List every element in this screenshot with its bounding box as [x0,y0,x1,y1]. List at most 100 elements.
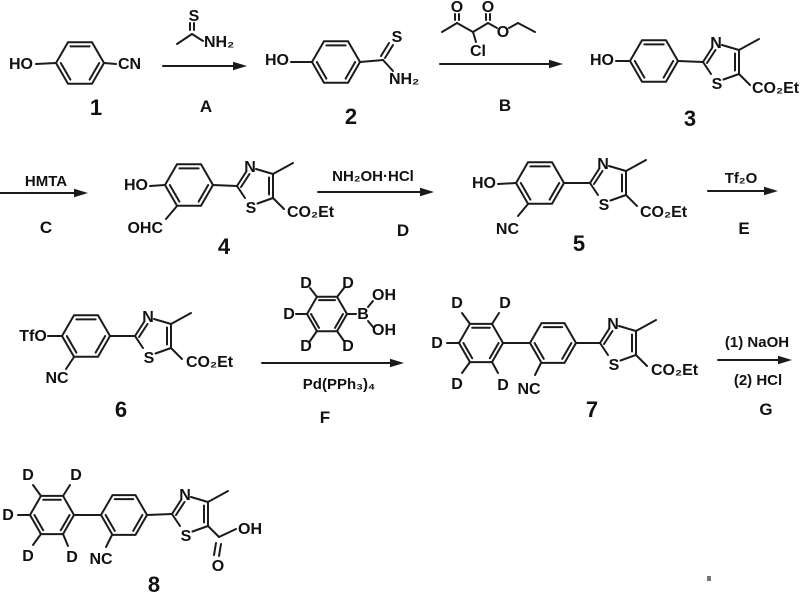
arrow-head [74,188,88,198]
c2-n-double [175,501,186,516]
c5-s-bond [191,525,209,533]
double-bond-inner [662,60,675,79]
c5-s-bond [256,197,274,205]
compound-1: HO CN 1 [9,41,141,120]
co-double-bond [218,543,222,557]
ring-outline [310,40,362,84]
o-atom-label: O [482,0,494,16]
c-d-bond [62,484,71,497]
compound-number-7: 7 [586,397,598,422]
compound-2: HO S NH₂ 2 [265,29,419,129]
c2-n-double [138,323,149,338]
benzene-ring [514,161,566,205]
double-bond-inner [59,62,72,81]
bond [441,22,458,33]
compound-4: HO OHC NS CO₂Et 4 [124,159,335,259]
ethyl-bond [517,22,536,33]
aryl-thiazole-bond [146,513,173,516]
deuterium-label: D [300,338,312,355]
hydroxyl-label: HO [590,52,614,69]
step-e: Tf₂O E [707,170,778,238]
double-bond-inner [533,342,545,360]
bond [472,22,489,33]
double-bond-inner [488,342,500,360]
c5-substituent-bond [625,194,638,207]
c2-n-bond [171,499,182,515]
deuterium-label: D [22,467,34,484]
deuterium-label: D [451,295,463,312]
c5-substituent-bond [207,525,220,538]
double-bond-inner [88,62,101,81]
cn-bond [65,356,75,370]
deuterium-label: D [283,306,295,323]
co-double-bond [213,542,217,556]
deuterium-label: D [66,549,78,566]
double-bond-inner [65,335,78,354]
reagent-label-hydroxylamine: NH₂OH·HCl [332,168,414,185]
s-atom-label: S [609,357,620,374]
amine-label: NH₂ [204,34,234,51]
o-atom-label: O [497,24,509,41]
step-d: NH₂OH·HCl D [317,168,434,240]
ring-outline [528,322,578,364]
c-d-bond [32,533,42,546]
nitrile-label: NC [517,381,541,398]
deuterium-label: D [300,275,312,292]
reagent-label-naoh: (1) NaOH [725,334,789,351]
arrow-head [420,187,434,197]
c-cl-bond [472,31,477,43]
c-d-bond [461,361,471,374]
deuterium-label: D [70,467,82,484]
double-bond-inner [561,342,573,360]
deuterium-label: D [342,338,354,355]
step-b: B O Cl O O [439,0,563,115]
c-oh-bond [218,528,237,538]
compound-number-3: 3 [684,106,696,131]
double-bond-inner [94,335,107,354]
bond [487,22,498,29]
c2-n-bond [134,321,145,337]
c-d-bond [32,484,42,497]
cn-bond [103,62,117,65]
ester-label: CO₂Et [752,80,800,97]
c2-n-double [240,173,251,188]
c-d-bond [309,330,318,342]
step-c: HMTA C [0,173,88,237]
b-oh-bond [367,300,374,308]
ring-c-bond [359,59,384,63]
thiazole-ring: NS [702,35,760,93]
c5-substituent-bond [738,73,751,86]
compound-number-8: 8 [148,572,160,595]
hydroxyl-label: OH [372,322,396,339]
ring-outline [514,161,566,205]
arrow-head [764,186,778,196]
ho-bond [35,62,57,65]
c5-substituent-bond [170,347,183,360]
nitrile-label: NC [496,221,520,238]
double-bond-inner [548,182,561,201]
nitrile-label: CN [118,56,141,73]
double-bond-inner [104,514,116,532]
n-atom-label: N [597,156,609,173]
c2-n-bond [589,168,600,184]
compound-5: HO NC NS CO₂Et 5 [472,156,688,256]
s-atom-label: S [189,8,200,25]
step-label-e: E [738,219,749,238]
reagent-ethyl-2-chloroacetoacetate: O Cl O O [441,0,536,60]
cn-bond [517,203,529,217]
thiazole-ring: NS [599,316,657,374]
deuterium-label: D [431,335,443,352]
deuterium-label: D [497,377,509,394]
n-c4-bond [153,318,172,325]
step-label-f: F [320,408,330,427]
compound-7: D D D D D NC NS CO₂Et 7 [431,295,699,422]
benzene-ring [163,163,215,207]
c-d-bond [309,287,318,298]
cl-atom-label: Cl [470,43,486,60]
arrow-head [778,355,792,365]
benzene-ring [628,39,680,83]
arrow-head [233,61,247,71]
c5-substituent-bond [272,197,285,210]
double-bond-inner [633,60,646,79]
